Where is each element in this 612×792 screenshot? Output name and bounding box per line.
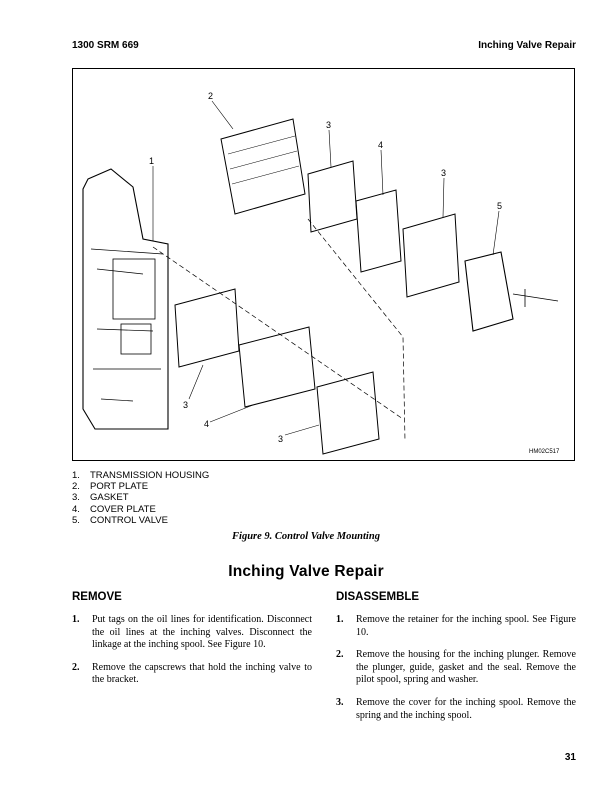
- remove-heading: REMOVE: [72, 591, 122, 603]
- legend-item: 2.PORT PLATE: [72, 481, 149, 493]
- callout-4-upper: 4: [378, 140, 383, 150]
- callout-3-right: 3: [441, 168, 446, 178]
- remove-step: 1.Put tags on the oil lines for identifi…: [72, 614, 312, 651]
- control-valve-drawing: [464, 251, 514, 332]
- cover-plate-upper-drawing: [355, 189, 402, 273]
- legend-item: 4.COVER PLATE: [72, 503, 156, 515]
- gasket-right-drawing: [402, 213, 460, 298]
- port-plate-drawing: [220, 118, 306, 215]
- disassemble-step: 3.Remove the cover for the inching spool…: [336, 696, 576, 721]
- disassemble-heading: DISASSEMBLE: [336, 591, 420, 603]
- gasket-lower-drawing: [316, 371, 380, 455]
- callout-3-lower-left: 3: [183, 400, 188, 410]
- disassemble-step: 2.Remove the housing for the inching plu…: [336, 649, 576, 686]
- callout-4-lower: 4: [204, 419, 209, 429]
- legend-item: 1.TRANSMISSION HOUSING: [72, 470, 210, 481]
- control-valve-illustration: 1 2 3 4 3 5 3 4 3 HM02C517: [82, 91, 560, 455]
- remove-step: 2.Remove the capscrews that hold the inc…: [72, 661, 312, 686]
- cover-plate-lower-drawing: [238, 326, 316, 408]
- legend-item: 3.GASKET: [72, 492, 129, 504]
- header-section-title: Inching Valve Repair: [478, 40, 576, 51]
- header-document-id: 1300 SRM 669: [72, 40, 139, 51]
- callout-5: 5: [497, 201, 502, 211]
- figure-caption: Figure 9. Control Valve Mounting: [232, 531, 380, 542]
- section-title: Inching Valve Repair: [228, 563, 384, 580]
- callout-1: 1: [149, 156, 154, 166]
- figure-code: HM02C517: [529, 449, 560, 455]
- callout-3-upper: 3: [326, 120, 331, 130]
- callout-3-lower: 3: [278, 434, 283, 444]
- callout-2: 2: [208, 91, 213, 101]
- exploded-view-figure: 1 2 3 4 3 5 3 4 3 HM02C517: [72, 68, 575, 461]
- gasket-lower-left-drawing: [174, 288, 240, 368]
- gasket-upper-drawing: [307, 160, 358, 233]
- transmission-housing-drawing: [82, 168, 169, 430]
- page-number: 31: [564, 752, 576, 763]
- disassemble-step: 1.Remove the retainer for the inching sp…: [336, 614, 576, 638]
- disassemble-steps: 1.Remove the retainer for the inching sp…: [336, 614, 576, 732]
- figure-legend: 1.TRANSMISSION HOUSING 2.PORT PLATE 3.GA…: [72, 470, 209, 526]
- remove-steps: 1.Put tags on the oil lines for identifi…: [72, 614, 312, 697]
- legend-item: 5.CONTROL VALVE: [72, 514, 168, 526]
